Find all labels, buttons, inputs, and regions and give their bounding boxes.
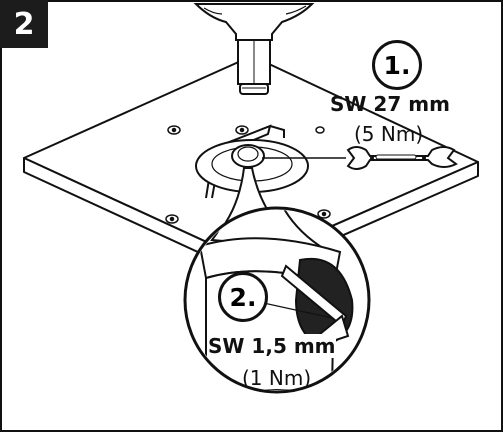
mounting-hole xyxy=(315,126,325,134)
mounting-hole-center xyxy=(171,127,177,133)
callout-number-1: 1. xyxy=(372,40,422,90)
mounting-hole-center xyxy=(169,216,175,222)
step-number-badge: 2 xyxy=(0,0,48,48)
mounting-hole-center xyxy=(239,127,245,133)
torque-value-1: (5 Nm) xyxy=(354,122,424,146)
torque-value-2: (1 Nm) xyxy=(242,366,312,390)
wrench-size-1: SW 27 mm xyxy=(330,92,450,116)
wrench-size-2: SW 1,5 mm xyxy=(208,334,336,358)
mounting-hole-center xyxy=(321,211,327,217)
center-gasket xyxy=(195,139,309,193)
open-end-wrench xyxy=(346,146,458,170)
faucet-top xyxy=(193,3,315,95)
mounting-holes xyxy=(165,125,331,224)
callout-number-2: 2. xyxy=(218,272,268,322)
